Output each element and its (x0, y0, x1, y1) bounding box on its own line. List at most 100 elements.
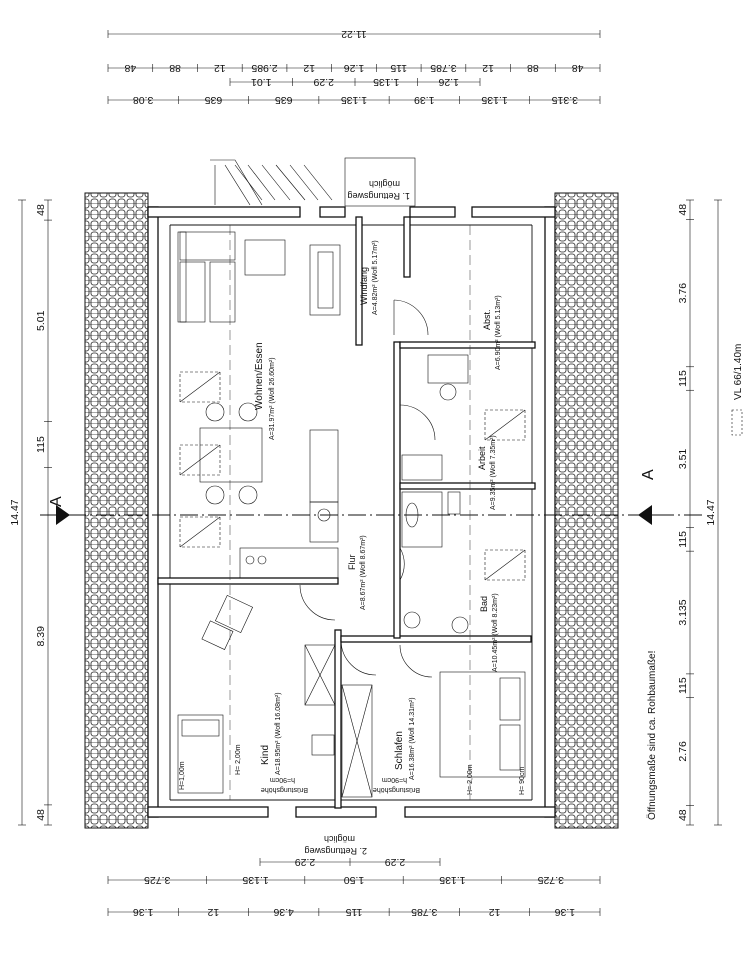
dim-right-seg-6: 115 (677, 370, 689, 387)
dim-top-row2-0: 1.01 (251, 76, 272, 88)
dim-bottom-row1-0: 2.29 (295, 856, 316, 868)
dim-bottom-row3-1: 12 (207, 906, 219, 918)
svg-text:möglich: möglich (369, 179, 400, 189)
dim-top-row1-0: 48 (124, 62, 136, 74)
dim-left-overall-0: 14.47 (9, 499, 21, 525)
svg-text:A: A (640, 469, 657, 480)
svg-text:2. Rettungsweg: 2. Rettungsweg (304, 846, 367, 856)
room-label-arbeit: Arbeit A=9.35m² (Wofl 7.35m²) (477, 435, 497, 510)
svg-text:A=9.35m² (Wofl 7.35m²): A=9.35m² (Wofl 7.35m²) (490, 435, 497, 510)
dim-top-row1-4: 12 (303, 62, 315, 74)
dim-bottom-row2-4: 3.725 (538, 874, 564, 886)
svg-text:A=6.90m² (Wofl 5.13m²): A=6.90m² (Wofl 5.13m²) (495, 295, 502, 370)
dim-left-seg-2: 115 (35, 436, 47, 453)
dim-right-seg-1: 2.76 (677, 741, 689, 762)
kitchen (239, 429, 339, 579)
dim-top-row1-1: 88 (169, 62, 181, 74)
dim-right-seg-8: 48 (677, 204, 689, 216)
dim-top-row3-0: 3.08 (133, 94, 154, 106)
dim-bottom-row3-6: 1.36 (554, 906, 575, 918)
dim-top-row1-3: 2.985 (251, 62, 277, 74)
egress-kind-label: Brüstungshöhe h=90cm (261, 776, 308, 793)
dim-right-overall-0: 14.47 (705, 499, 717, 525)
skylights (179, 371, 526, 581)
room-label-windfang: Windfang A=4.82m² (Wofl 5.17m²) (359, 240, 379, 315)
bath-fixtures (401, 491, 469, 634)
dim-top-row3-1: 635 (205, 94, 223, 106)
dim-top-row2-2: 1.135 (373, 76, 399, 88)
svg-text:A=16.38m² (Wofl 14.31m²): A=16.38m² (Wofl 14.31m²) (409, 697, 416, 780)
svg-text:h=90cm: h=90cm (382, 776, 407, 783)
dim-top-row1-7: 3.785 (430, 62, 456, 74)
door-swings (299, 299, 436, 678)
dim-bottom-row3-2: 4.36 (273, 906, 294, 918)
dim-top-row3-6: 3.315 (552, 94, 578, 106)
svg-text:A=18.95m² (Wofl 16.08m²): A=18.95m² (Wofl 16.08m²) (275, 692, 282, 775)
svg-text:1. Rettungsweg: 1. Rettungsweg (347, 191, 410, 201)
svg-text:VL 66/1.40m: VL 66/1.40m (733, 344, 744, 400)
wardrobe-kind (304, 644, 336, 756)
svg-text:Bad: Bad (479, 596, 489, 612)
dim-right-seg-0: 48 (677, 809, 689, 821)
svg-text:Flur: Flur (347, 554, 357, 570)
dim-top-row2-1: 2.29 (313, 76, 334, 88)
dim-top-row3-5: 1.135 (481, 94, 507, 106)
svg-text:A=4.82m² (Wofl 5.17m²): A=4.82m² (Wofl 5.17m²) (372, 240, 379, 315)
tv-cabinet (309, 244, 341, 316)
dim-right-seg-5: 3.51 (677, 449, 689, 470)
svg-text:A=10.45m² (Wofl 8.23m²): A=10.45m² (Wofl 8.23m²) (492, 593, 499, 672)
room-label-wohnen: Wohnen/Essen A=31.97m² (Wofl 26.60m²) (254, 342, 276, 440)
height-kind-1: H= 2,00m (235, 744, 242, 775)
double-bed (439, 671, 526, 778)
svg-text:h=90cm: h=90cm (270, 776, 295, 783)
dim-top-row1-6: 115 (390, 62, 407, 74)
dim-bottom-row3-4: 3.785 (411, 906, 437, 918)
section-marker-left: A (45, 496, 72, 525)
exterior-walls (147, 206, 556, 818)
dim-bottom-row2-3: 1.135 (439, 874, 465, 886)
svg-text:Brüstungshöhe: Brüstungshöhe (261, 786, 308, 793)
room-label-bad: Bad A=10.45m² (Wofl 8.23m²) (479, 593, 499, 672)
dim-right-seg-2: 115 (677, 677, 689, 694)
svg-text:möglich: möglich (324, 834, 355, 844)
svg-text:A=8.67m² (Wofl 8.67m²): A=8.67m² (Wofl 8.67m²) (360, 535, 367, 610)
interior-walls (157, 216, 536, 809)
dim-top-row1-2: 12 (214, 62, 226, 74)
svg-text:Abst.: Abst. (482, 309, 492, 330)
dim-top-row3-2: 635 (275, 94, 293, 106)
dim-left-seg-1: 8.39 (35, 626, 47, 647)
note-opening: Öffnungsmaße sind ca. Rohbaumaße! (646, 651, 658, 820)
dim-left-seg-0: 48 (35, 809, 47, 821)
room-label-flur: Flur A=8.67m² (Wofl 8.67m²) (347, 535, 367, 610)
dim-left-seg-3: 5.01 (35, 310, 47, 331)
dim-top-row1-8: 12 (482, 62, 494, 74)
svg-text:A=31.97m² (Wofl 26.60m²): A=31.97m² (Wofl 26.60m²) (269, 357, 276, 440)
dim-top-overall-0: 11.22 (341, 28, 367, 40)
dim-right-seg-7: 3.76 (677, 283, 689, 304)
dim-right-seg-4: 115 (677, 531, 689, 548)
dimension-lines: 11.22 48 88 12 2.985 12 1.26 115 3.785 12 88 48 1.01… (9, 28, 722, 918)
wardrobe-schlafen (341, 684, 373, 798)
svg-text:Kind: Kind (260, 745, 271, 765)
egress-schlafen-label: Brüstungshöhe h=90cm (373, 776, 420, 793)
height-kind-2: H=1,00m (179, 761, 186, 790)
entrance-stair (210, 157, 416, 207)
room-label-schlafen: Schlafen A=16.38m² (Wofl 14.31m²) (394, 697, 416, 780)
dim-bottom-row1-1: 2.29 (385, 856, 406, 868)
dim-bottom-row3-3: 115 (345, 906, 362, 918)
dim-bottom-row2-1: 1.135 (242, 874, 268, 886)
dim-bottom-row2-2: 1.50 (344, 874, 365, 886)
height-schlafen-2: H= 90cm (519, 767, 526, 795)
exit-2-label: 2. Rettungsweg möglich (304, 834, 367, 856)
dim-top-row2-3: 1.26 (438, 76, 459, 88)
dim-top-row1-9: 88 (527, 62, 539, 74)
svg-text:Brüstungshöhe: Brüstungshöhe (373, 786, 420, 793)
desk-chair (201, 594, 254, 650)
dining-table (199, 402, 263, 505)
svg-text:Windfang: Windfang (359, 267, 369, 305)
svg-text:Schlafen: Schlafen (394, 731, 405, 770)
dim-bottom-row3-5: 12 (489, 906, 501, 918)
section-marker-right: A (632, 469, 660, 525)
dim-left-seg-4: 48 (35, 204, 47, 216)
